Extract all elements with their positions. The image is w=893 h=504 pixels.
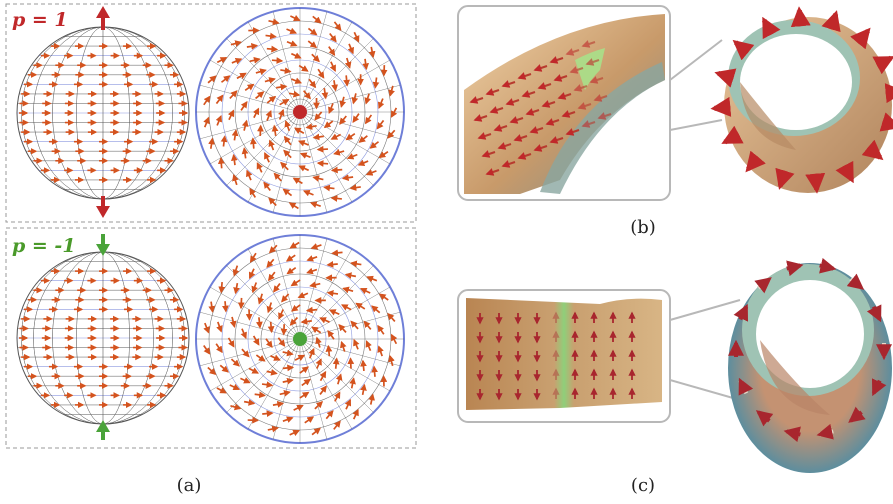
panel-c [457,257,892,473]
panel-b-callout [669,39,723,131]
panel-a-bottom-frame [5,227,417,449]
label-p-bottom: p = -1 [12,235,76,257]
label-p-top: p = 1 [12,9,68,31]
panel-b-zoom-surface [464,14,665,194]
caption-c: (c) [631,475,655,496]
pole-arrow-bottom-up [96,420,110,440]
sphere-side-view-bottom [16,251,190,425]
pole-arrow-top-up [96,6,110,30]
panel-b-ring-arrows [710,6,893,194]
panel-c-zoom-arrows [476,311,636,401]
pole-arrow-top-down [96,196,110,218]
panel-c-callout [669,299,741,401]
caption-b: (b) [630,217,656,238]
panel-c-ring-arrows [728,257,892,443]
panel-b-zoom-arrows [469,40,612,176]
pole-arrow-bottom-down [96,234,110,256]
panel-c-zoom-surface [466,298,662,410]
panel-a [5,3,417,449]
center-dot-bottom [293,332,307,346]
panel-a-top-frame [5,3,417,223]
panel-c-ring [728,263,892,473]
panel-b-ring [724,17,892,193]
panel-b-zoom-green-band [575,48,605,90]
panel-b-zoom-rim [540,62,665,194]
center-dot-top [293,105,307,119]
panel-b [457,5,893,201]
sphere-side-view-top [16,26,190,200]
caption-a: (a) [177,475,202,496]
